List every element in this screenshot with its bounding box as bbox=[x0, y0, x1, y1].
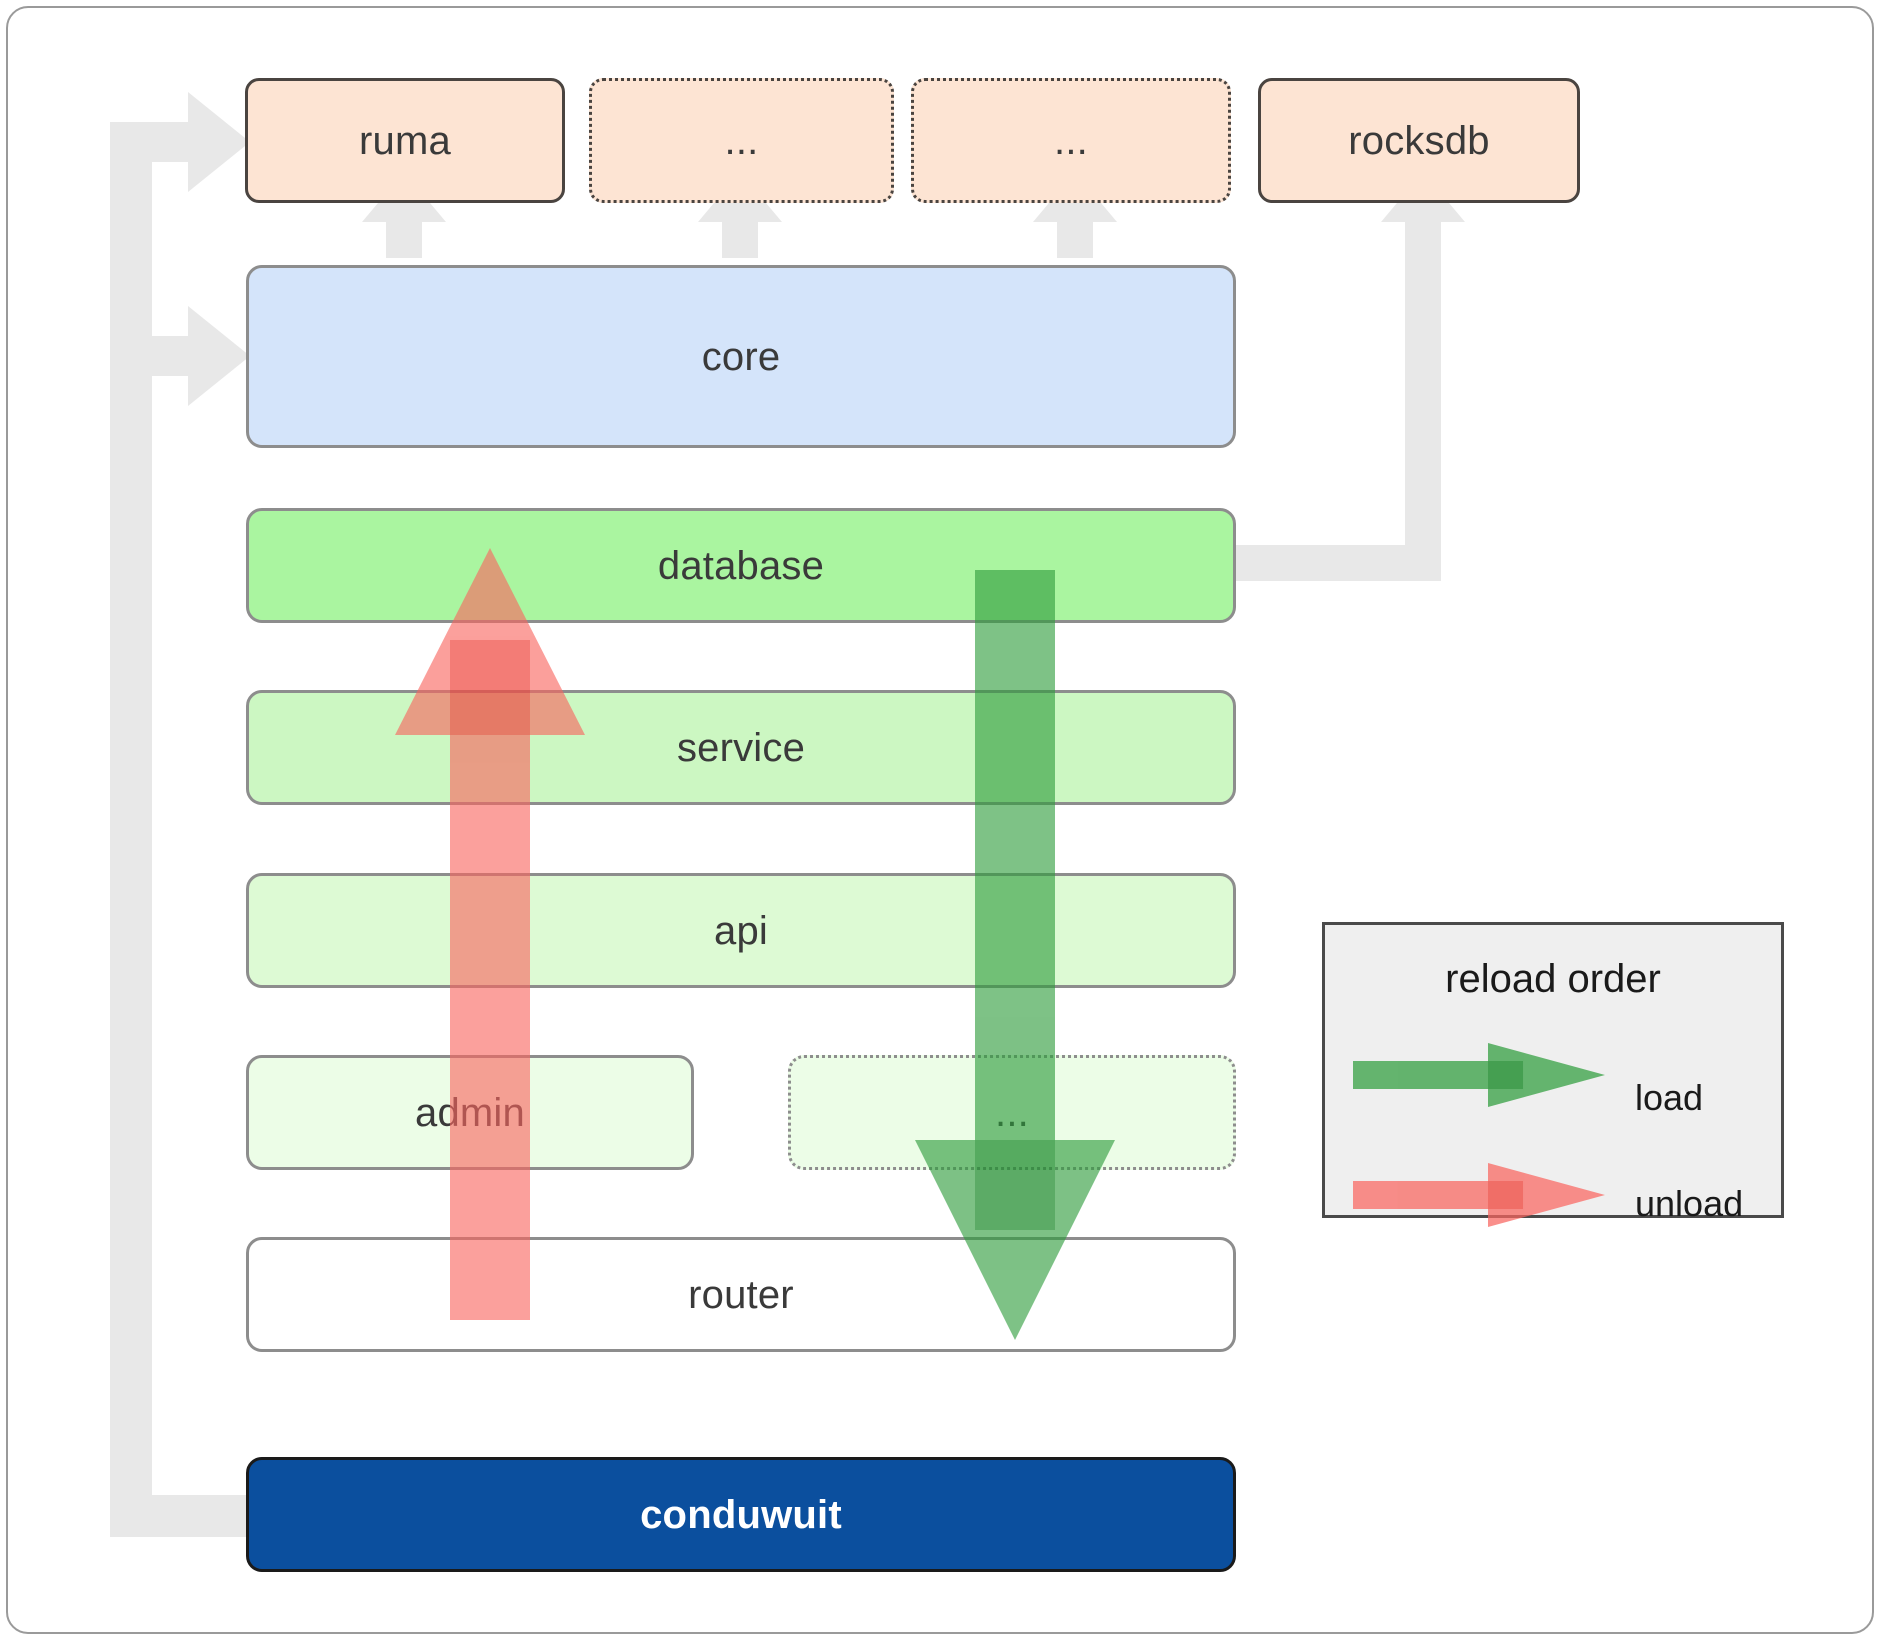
layer-box-database[interactable]: database bbox=[246, 508, 1236, 623]
layer-label: service bbox=[676, 725, 806, 770]
layer-box-api[interactable]: api bbox=[246, 873, 1236, 988]
legend-panel: reload order load unload bbox=[1322, 922, 1784, 1227]
layer-box-ellipsis[interactable]: ... bbox=[788, 1055, 1236, 1170]
layer-label: ... bbox=[995, 1090, 1029, 1135]
legend-label-load: load bbox=[1635, 1077, 1704, 1118]
root-box-conduwuit[interactable]: conduwuit bbox=[246, 1457, 1236, 1572]
dependency-label: rocksdb bbox=[1348, 118, 1490, 163]
dependency-label: ruma bbox=[359, 118, 451, 163]
legend-load-arrow-icon bbox=[1353, 1043, 1605, 1107]
dependency-box-ruma[interactable]: ruma bbox=[245, 78, 565, 203]
dependency-box-rocksdb[interactable]: rocksdb bbox=[1258, 78, 1580, 203]
dependency-box-ellipsis-1[interactable]: ... bbox=[589, 78, 894, 203]
root-label: conduwuit bbox=[640, 1492, 842, 1537]
legend-title: reload order bbox=[1445, 957, 1661, 1001]
legend-arrow-icons bbox=[1353, 1043, 1605, 1227]
layer-label: router bbox=[688, 1272, 794, 1317]
dependency-label: ... bbox=[724, 118, 759, 163]
layer-box-router[interactable]: router bbox=[246, 1237, 1236, 1352]
layer-box-service[interactable]: service bbox=[246, 690, 1236, 805]
layer-label: core bbox=[701, 334, 781, 379]
layer-label: admin bbox=[415, 1090, 525, 1135]
dependency-box-ellipsis-2[interactable]: ... bbox=[911, 78, 1231, 203]
diagram-frame bbox=[6, 6, 1874, 1634]
legend-label-unload: unload bbox=[1635, 1183, 1744, 1224]
layer-label: database bbox=[657, 543, 825, 588]
layer-label: api bbox=[714, 908, 768, 953]
legend-load-arrow-overlap bbox=[1488, 1061, 1523, 1089]
layer-box-core[interactable]: core bbox=[246, 265, 1236, 448]
legend-unload-arrow-icon bbox=[1353, 1163, 1605, 1227]
dependency-label: ... bbox=[1054, 118, 1088, 163]
legend-unload-arrow-overlap bbox=[1488, 1181, 1523, 1209]
layer-box-admin[interactable]: admin bbox=[246, 1055, 694, 1170]
